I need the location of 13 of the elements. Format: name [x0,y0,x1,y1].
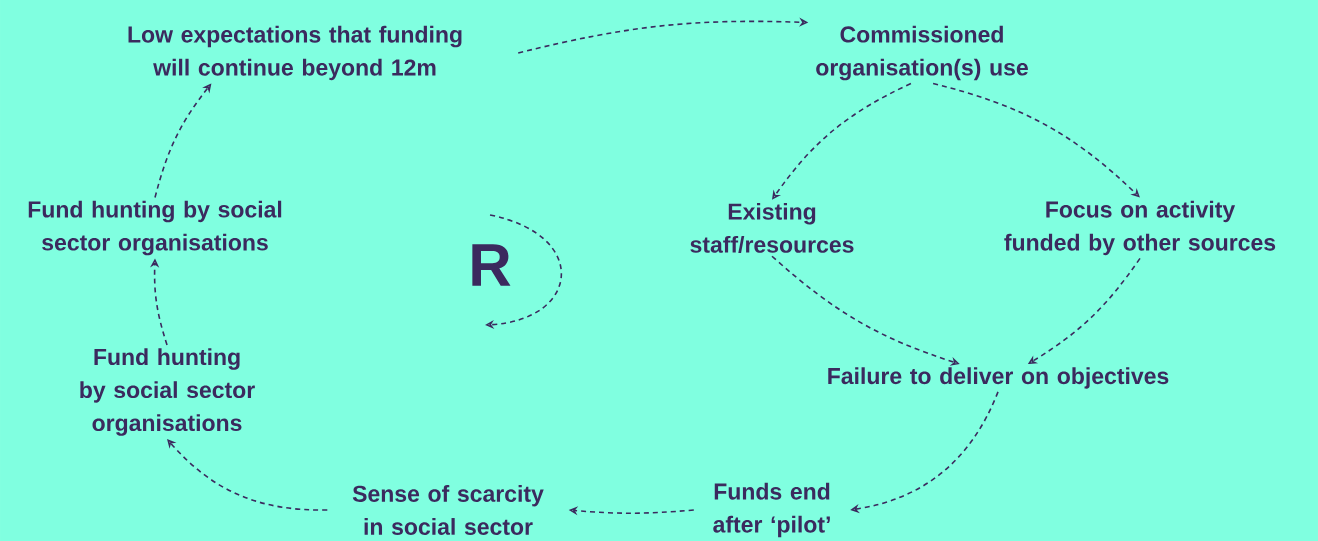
node-text: Fund hunting by social sector organisations [80,348,255,436]
node-text: Funds end after ‘pilot’ [713,482,830,538]
arrow [932,82,1140,198]
node-text: Sense of scarcity in social sector [352,485,544,535]
node-text: Commissioned organisation(s) use [816,25,1028,81]
arrow [772,82,912,200]
node-text: Failure to deliver on objectives [828,367,1169,389]
arrow [154,83,212,199]
loop-label: R [472,244,511,286]
node-text: Existing staff/resources [690,202,854,254]
node-text: Fund hunting by social sector organisations [28,200,282,256]
node-text: Focus on activity funded by other sources [1004,200,1276,256]
node-text: Low expectations that funding will continue beyond 12m [128,25,462,81]
